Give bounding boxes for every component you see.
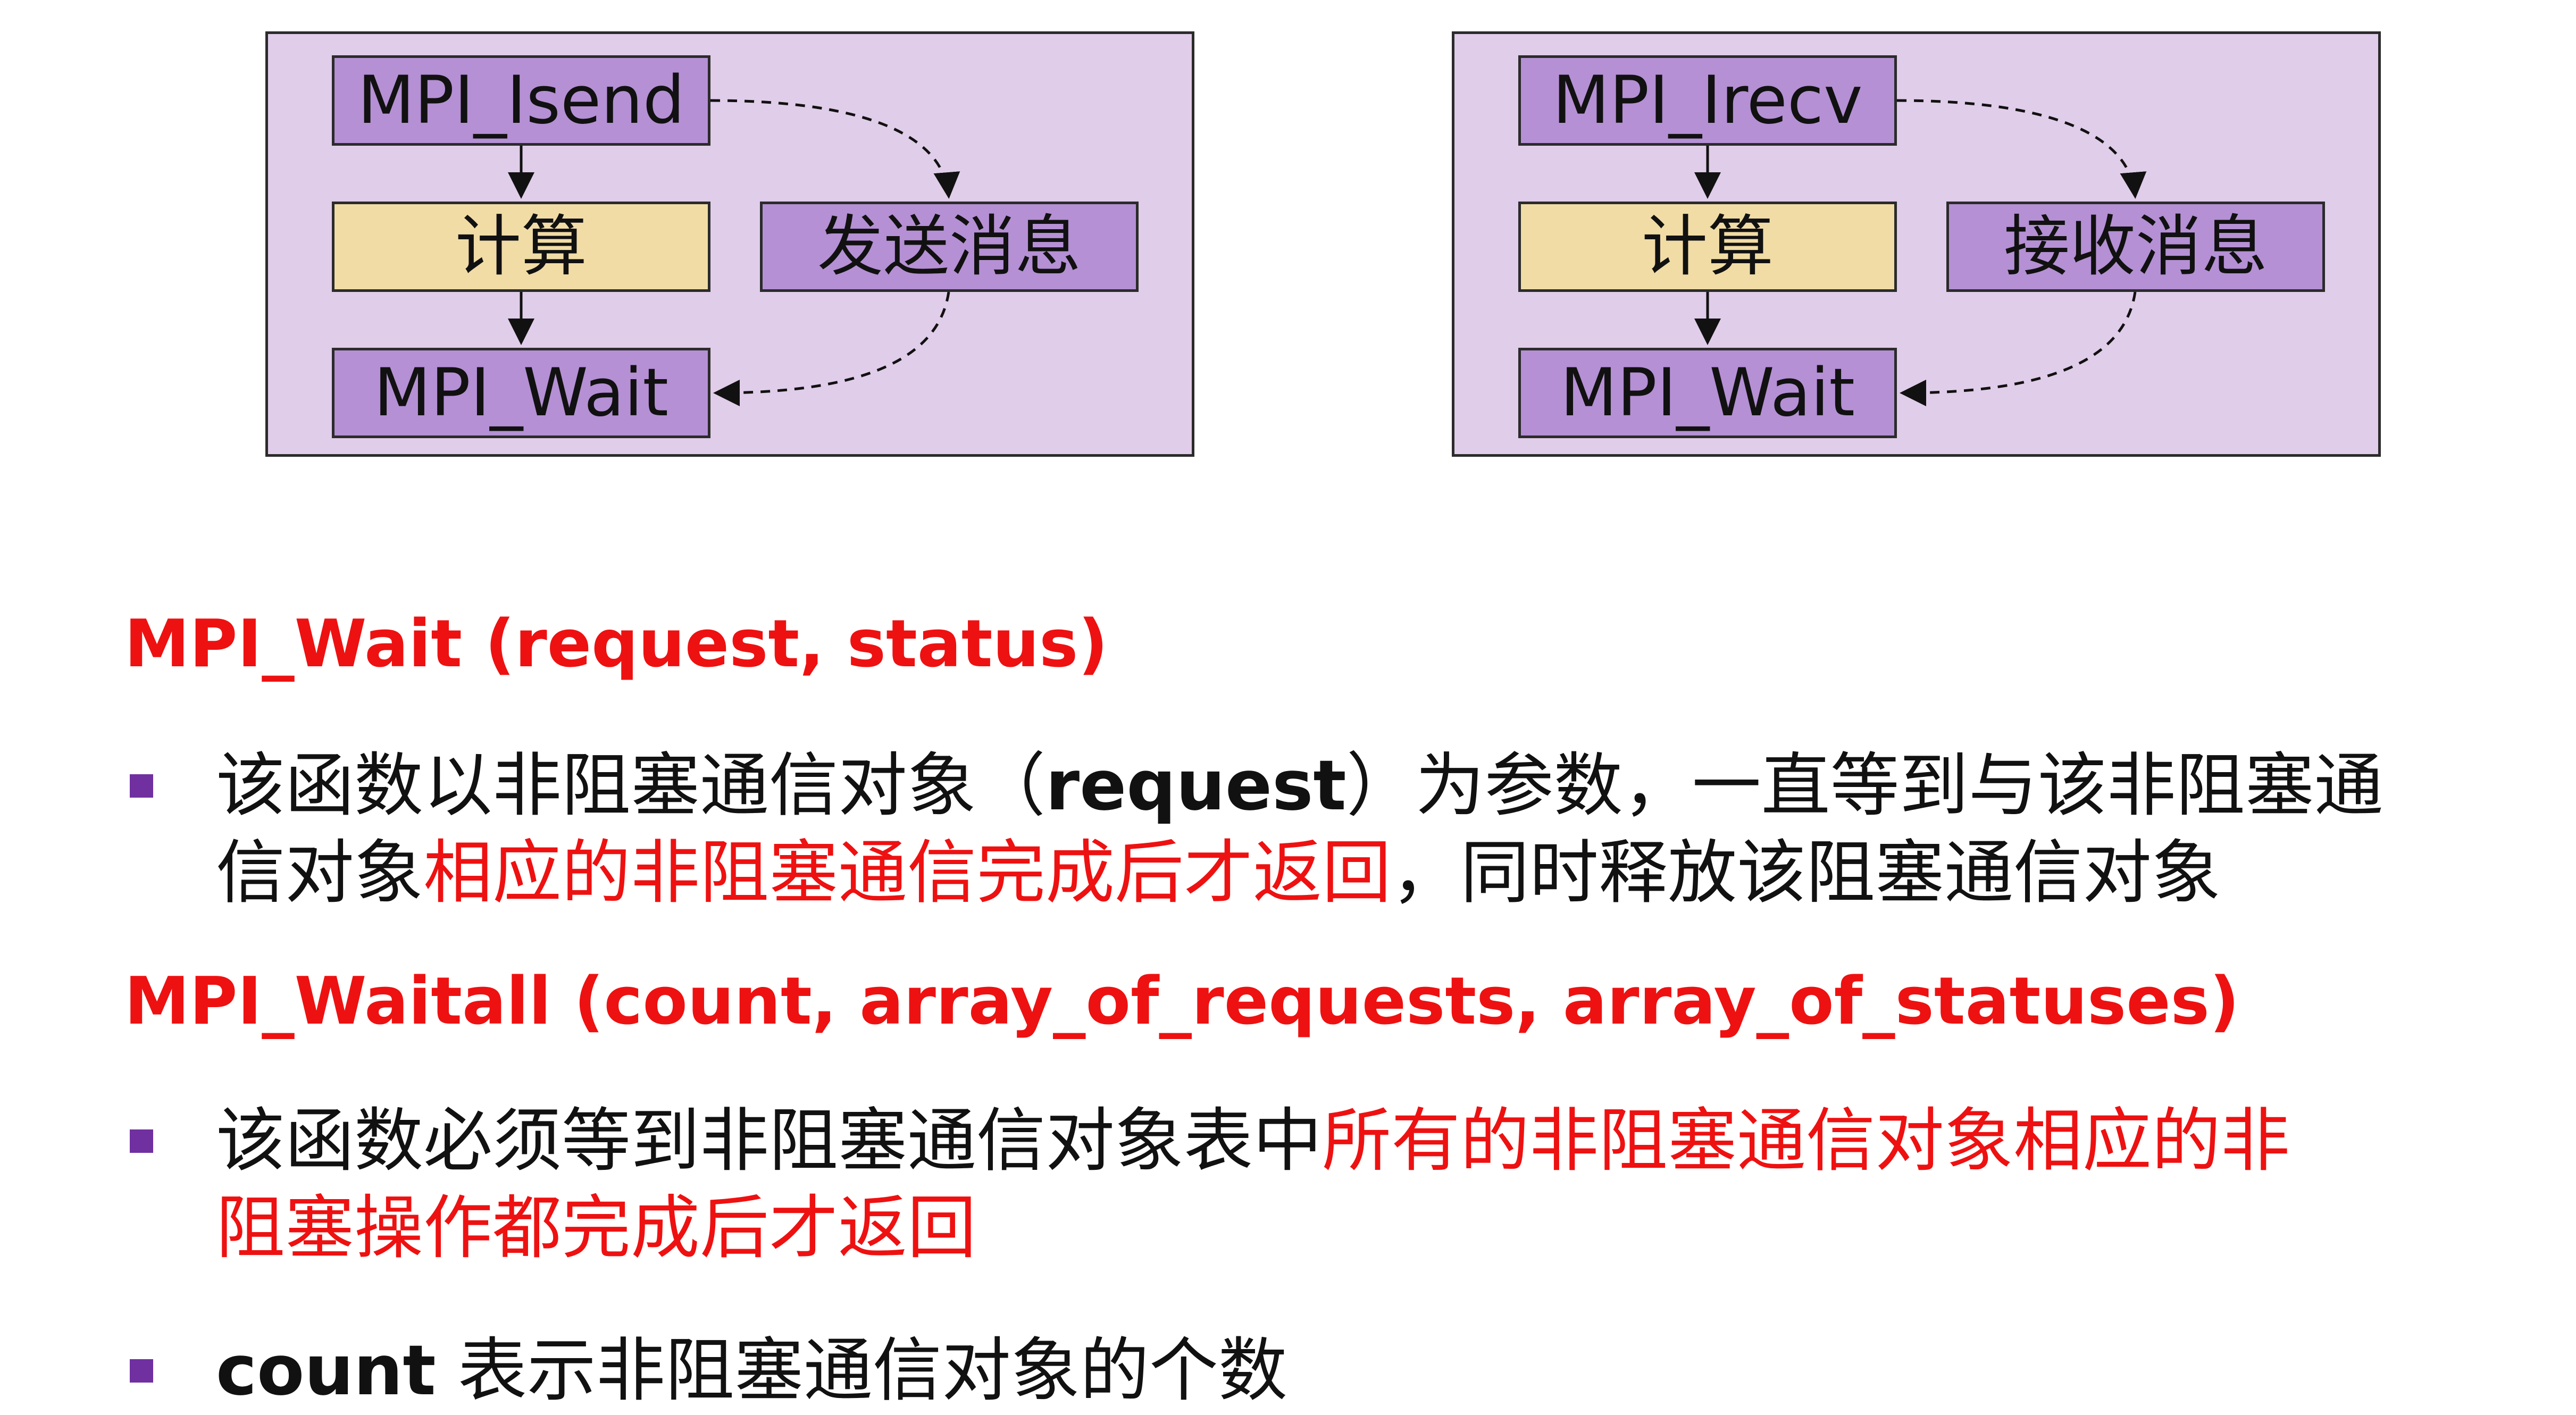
count-description: count 表示非阻塞通信对象的个数 — [216, 1327, 1287, 1414]
dashed-arrow-to-wait — [713, 291, 950, 406]
dashed-arrow-to-send-message — [710, 99, 960, 199]
count-description-line: count 表示非阻塞通信对象的个数 — [216, 1330, 1287, 1411]
mpi-waitall-heading: MPI_Waitall (count, array_of_requests, a… — [124, 964, 2240, 1040]
mpi-wait-box: MPI_Wait — [1518, 348, 1897, 438]
bullet-square-icon — [130, 1359, 153, 1383]
receive-message-box: 接收消息 — [1946, 202, 2325, 292]
bullet-square-icon — [130, 1129, 153, 1153]
mpi-wait-description: 该函数以非阻塞通信对象（request）为参数，一直等到与该非阻塞通 信对象相应… — [216, 742, 2383, 916]
mpi-wait-description-line-2: 信对象相应的非阻塞通信完成后才返回，同时释放该阻塞通信对象 — [216, 832, 2221, 913]
irecv-diagram-panel: MPI_Irecv 计算 MPI_Wait 接收消息 — [1452, 31, 2381, 457]
mpi-wait-description-line-1: 该函数以非阻塞通信对象（request）为参数，一直等到与该非阻塞通 — [216, 745, 2383, 826]
bullet-square-icon — [130, 774, 153, 798]
dashed-arrow-to-wait — [1900, 291, 2137, 406]
mpi-wait-heading: MPI_Wait (request, status) — [124, 606, 1108, 682]
mpi-isend-box: MPI_Isend — [332, 55, 710, 146]
mpi-waitall-description-line-2: 阻塞操作都完成后才返回 — [216, 1187, 977, 1268]
send-message-box: 发送消息 — [760, 202, 1139, 292]
mpi-wait-box: MPI_Wait — [332, 348, 710, 438]
dashed-arrow-to-receive-message — [1896, 99, 2147, 199]
isend-diagram-panel: MPI_Isend 计算 MPI_Wait 发送消息 — [265, 31, 1194, 457]
irecv-diagram-connectors — [1694, 99, 2147, 406]
isend-diagram-connectors — [508, 99, 960, 406]
mpi-irecv-box: MPI_Irecv — [1518, 55, 1897, 146]
compute-box: 计算 — [332, 202, 710, 292]
compute-box: 计算 — [1518, 202, 1897, 292]
mpi-waitall-description-line-1: 该函数必须等到非阻塞通信对象表中所有的非阻塞通信对象相应的非 — [216, 1100, 2290, 1181]
mpi-waitall-description: 该函数必须等到非阻塞通信对象表中所有的非阻塞通信对象相应的非 阻塞操作都完成后才… — [216, 1097, 2290, 1271]
